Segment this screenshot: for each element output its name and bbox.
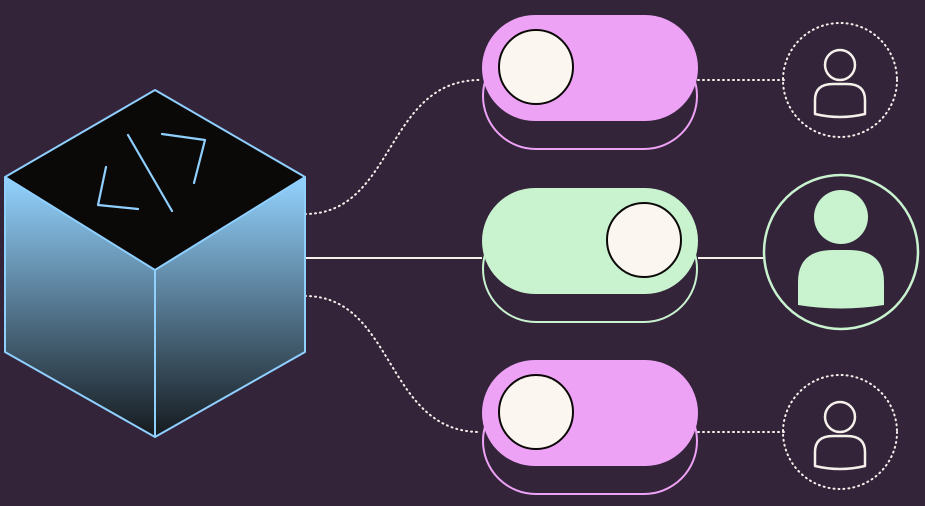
user-icon	[762, 173, 920, 331]
toggle-switch-top[interactable]	[482, 15, 698, 150]
user-body	[813, 434, 867, 471]
user-head	[814, 190, 868, 244]
user-head	[823, 400, 857, 434]
code-brackets-icon	[96, 132, 207, 213]
toggle-knob-middle[interactable]	[606, 202, 682, 278]
toggle-knob-bottom[interactable]	[498, 374, 574, 450]
user-head	[823, 48, 857, 82]
user-body	[798, 250, 884, 309]
user-ring-dotted	[782, 374, 898, 490]
user-ring-active	[762, 173, 920, 331]
toggle-switch-bottom[interactable]	[482, 360, 698, 495]
user-icon	[782, 22, 898, 138]
user-body	[813, 82, 867, 119]
toggle-group	[482, 15, 698, 495]
user-group	[762, 22, 920, 490]
user-icon	[782, 374, 898, 490]
toggle-switch-middle[interactable]	[482, 188, 698, 323]
cube-right-face	[155, 177, 305, 437]
code-cube-icon	[4, 89, 306, 438]
toggle-knob-top[interactable]	[498, 29, 574, 105]
connector-line-top-left	[304, 79, 481, 215]
user-ring-dotted	[782, 22, 898, 138]
connector-line-bottom-left	[304, 295, 481, 433]
cube-left-face	[5, 177, 155, 437]
